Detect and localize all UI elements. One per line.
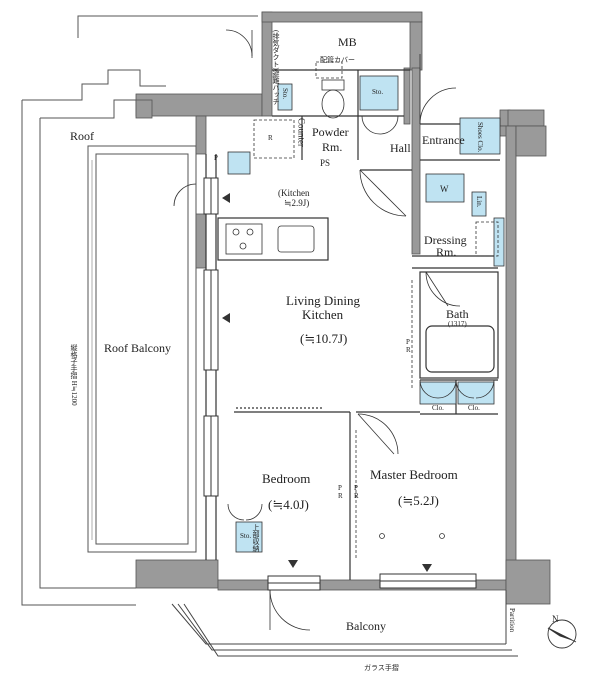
label-entrance: Entrance [422,133,465,147]
label-glass-rail: ガラス手摺 [364,664,399,672]
roof-outline [21,15,258,606]
balcony-outline [171,590,518,657]
label-w: W [440,184,449,194]
label-ldk-size: (≒10.7J) [300,331,348,346]
walls [135,11,551,605]
label-clo-right: Clo. [468,404,480,412]
label-hall: Hall [390,141,411,155]
ceiling-lights [379,533,445,539]
label-dressing-1: Dressing [424,233,467,247]
label-shoes-cl: Shoes Clo. [476,122,485,153]
label-master-bedroom: Master Bedroom [370,467,458,482]
label-mb: MB [338,35,357,49]
label-bath-size: (1317) [448,320,467,328]
label-pr-2: P R [338,484,343,501]
label-bedroom: Bedroom [262,471,311,486]
compass-north-label: N [552,614,559,624]
label-bedroom-size: (≒4.0J) [268,497,309,512]
label-ldk-2: Kitchen [302,307,344,322]
label-pipe-cover: 配管カバー [320,56,355,64]
label-dressing-2: Rm. [436,245,457,259]
compass-icon [547,619,577,649]
label-sto-bed-jp: 上部収納 [252,524,261,552]
label-roof: Roof [70,129,94,143]
left-windows [203,177,219,497]
label-pr-3: P R [354,484,359,501]
label-roof-balcony: Roof Balcony [104,341,171,355]
label-balcony: Balcony [346,619,386,633]
label-clo-left: Clo. [432,404,444,412]
toilet [321,79,345,119]
label-sto-wall: Sto. [281,88,290,100]
label-r: R [268,134,273,142]
bottom-windows [267,573,477,591]
label-ps: PS [320,158,331,168]
label-bath: Bath [446,307,469,321]
label-kitchen-1: (Kitchen [278,188,310,198]
door-swings [173,29,495,631]
kitchen-fixtures [225,223,315,255]
label-meter: (排気ダクト)避難ハッチ [272,30,281,105]
fixtures [227,75,505,553]
label-partition: Partition [508,608,517,633]
label-kitchen-2: ≒2.9J) [284,198,310,208]
markers [222,193,432,572]
label-powder-rm-2: Rm. [322,140,343,154]
label-sto-upper: Sto. [372,88,384,96]
label-railing: 縦格子手摺 H≒1200 [70,344,79,406]
label-counter: Counter [296,118,307,147]
label-lin: Lin. [475,196,484,208]
label-sto-bed: Sto. [240,532,252,540]
label-ldk-1: Living Dining [286,293,361,308]
label-master-size: (≒5.2J) [398,493,439,508]
label-p: P [214,154,218,162]
dashed-items [253,61,499,560]
label-pr-1: P R [406,338,411,355]
label-powder-rm-1: Powder [312,125,349,139]
